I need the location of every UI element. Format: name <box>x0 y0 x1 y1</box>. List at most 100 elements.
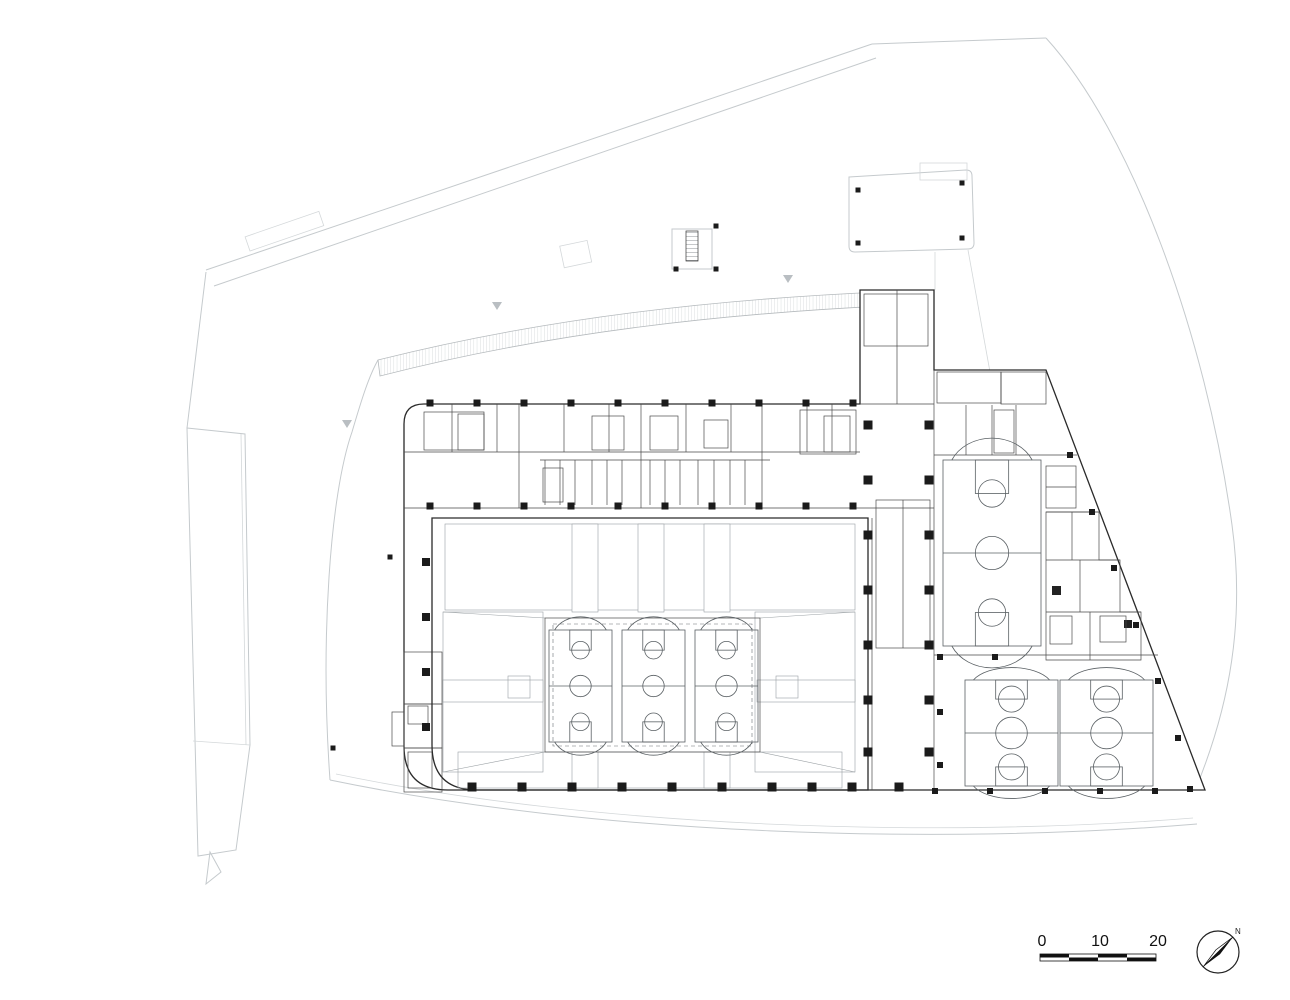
column <box>863 420 873 430</box>
scale-bar: 0 10 20 <box>1038 933 1167 962</box>
shaft <box>1052 586 1061 595</box>
column <box>617 782 627 792</box>
column <box>567 399 575 407</box>
tribune-aisles <box>442 523 856 789</box>
column <box>767 782 777 792</box>
basketball-court <box>694 616 759 756</box>
column <box>667 782 677 792</box>
arena-outline <box>431 517 869 791</box>
column <box>422 668 430 676</box>
site-stair-icon <box>685 230 699 262</box>
basketball-court <box>621 616 686 756</box>
column <box>1152 788 1158 794</box>
column <box>1175 735 1181 741</box>
room <box>403 747 443 793</box>
hatched-rooms <box>407 371 1127 725</box>
basketball-court <box>942 437 1042 669</box>
scale-label-20: 20 <box>1149 933 1167 950</box>
column <box>863 585 873 595</box>
column <box>422 613 430 621</box>
column <box>932 788 938 794</box>
column <box>473 502 481 510</box>
column <box>937 762 943 768</box>
column <box>924 585 934 595</box>
column <box>855 187 861 193</box>
column <box>567 502 575 510</box>
column <box>863 695 873 705</box>
column <box>937 654 943 660</box>
column <box>1097 788 1103 794</box>
entrance-steps-band <box>377 290 906 377</box>
arrow-marker-icon <box>492 302 502 310</box>
column <box>1155 678 1161 684</box>
column <box>807 782 817 792</box>
column <box>959 235 965 241</box>
column <box>708 399 716 407</box>
column <box>661 399 669 407</box>
column <box>1042 788 1048 794</box>
basketball-court <box>548 616 613 756</box>
arena-floor <box>544 617 761 753</box>
column <box>937 709 943 715</box>
bench-west <box>507 675 531 699</box>
column <box>802 502 810 510</box>
column <box>426 399 434 407</box>
column <box>924 695 934 705</box>
column <box>330 745 336 751</box>
building-outline <box>403 289 1206 791</box>
column <box>863 530 873 540</box>
site-ramp-hatch <box>244 210 325 252</box>
column <box>755 502 763 510</box>
basketball-court <box>1059 667 1154 799</box>
parking-lot <box>848 169 975 253</box>
site-context <box>186 37 1238 886</box>
room <box>799 409 857 455</box>
column <box>1133 622 1139 628</box>
column <box>422 558 430 566</box>
scale-label-10: 10 <box>1091 933 1109 950</box>
column <box>959 180 965 186</box>
column <box>387 554 393 560</box>
canopy-fragment <box>671 228 713 270</box>
column <box>802 399 810 407</box>
column <box>713 223 719 229</box>
column <box>520 502 528 510</box>
column <box>614 502 622 510</box>
column <box>847 782 857 792</box>
basketball-courts <box>548 437 1154 799</box>
column <box>855 240 861 246</box>
column <box>992 654 998 660</box>
arrow-marker-icon <box>342 420 352 428</box>
shaft <box>1124 620 1132 628</box>
column <box>520 399 528 407</box>
column <box>467 782 477 792</box>
column <box>1089 509 1095 515</box>
column <box>863 640 873 650</box>
column <box>863 747 873 757</box>
column <box>863 475 873 485</box>
column <box>717 782 727 792</box>
column <box>924 530 934 540</box>
column <box>661 502 669 510</box>
stairs <box>407 293 1073 789</box>
column <box>1187 786 1193 792</box>
column <box>755 399 763 407</box>
column <box>673 266 679 272</box>
column <box>924 747 934 757</box>
bench-east <box>775 675 799 699</box>
column <box>567 782 577 792</box>
column <box>1111 565 1117 571</box>
column <box>1067 452 1073 458</box>
arena-floor-dashed <box>552 623 753 747</box>
column <box>849 399 857 407</box>
column <box>713 266 719 272</box>
scale-label-0: 0 <box>1038 933 1047 950</box>
column <box>849 502 857 510</box>
column <box>708 502 716 510</box>
column <box>614 399 622 407</box>
room <box>391 711 405 747</box>
north-label: N <box>1235 927 1241 936</box>
arena <box>431 517 869 791</box>
